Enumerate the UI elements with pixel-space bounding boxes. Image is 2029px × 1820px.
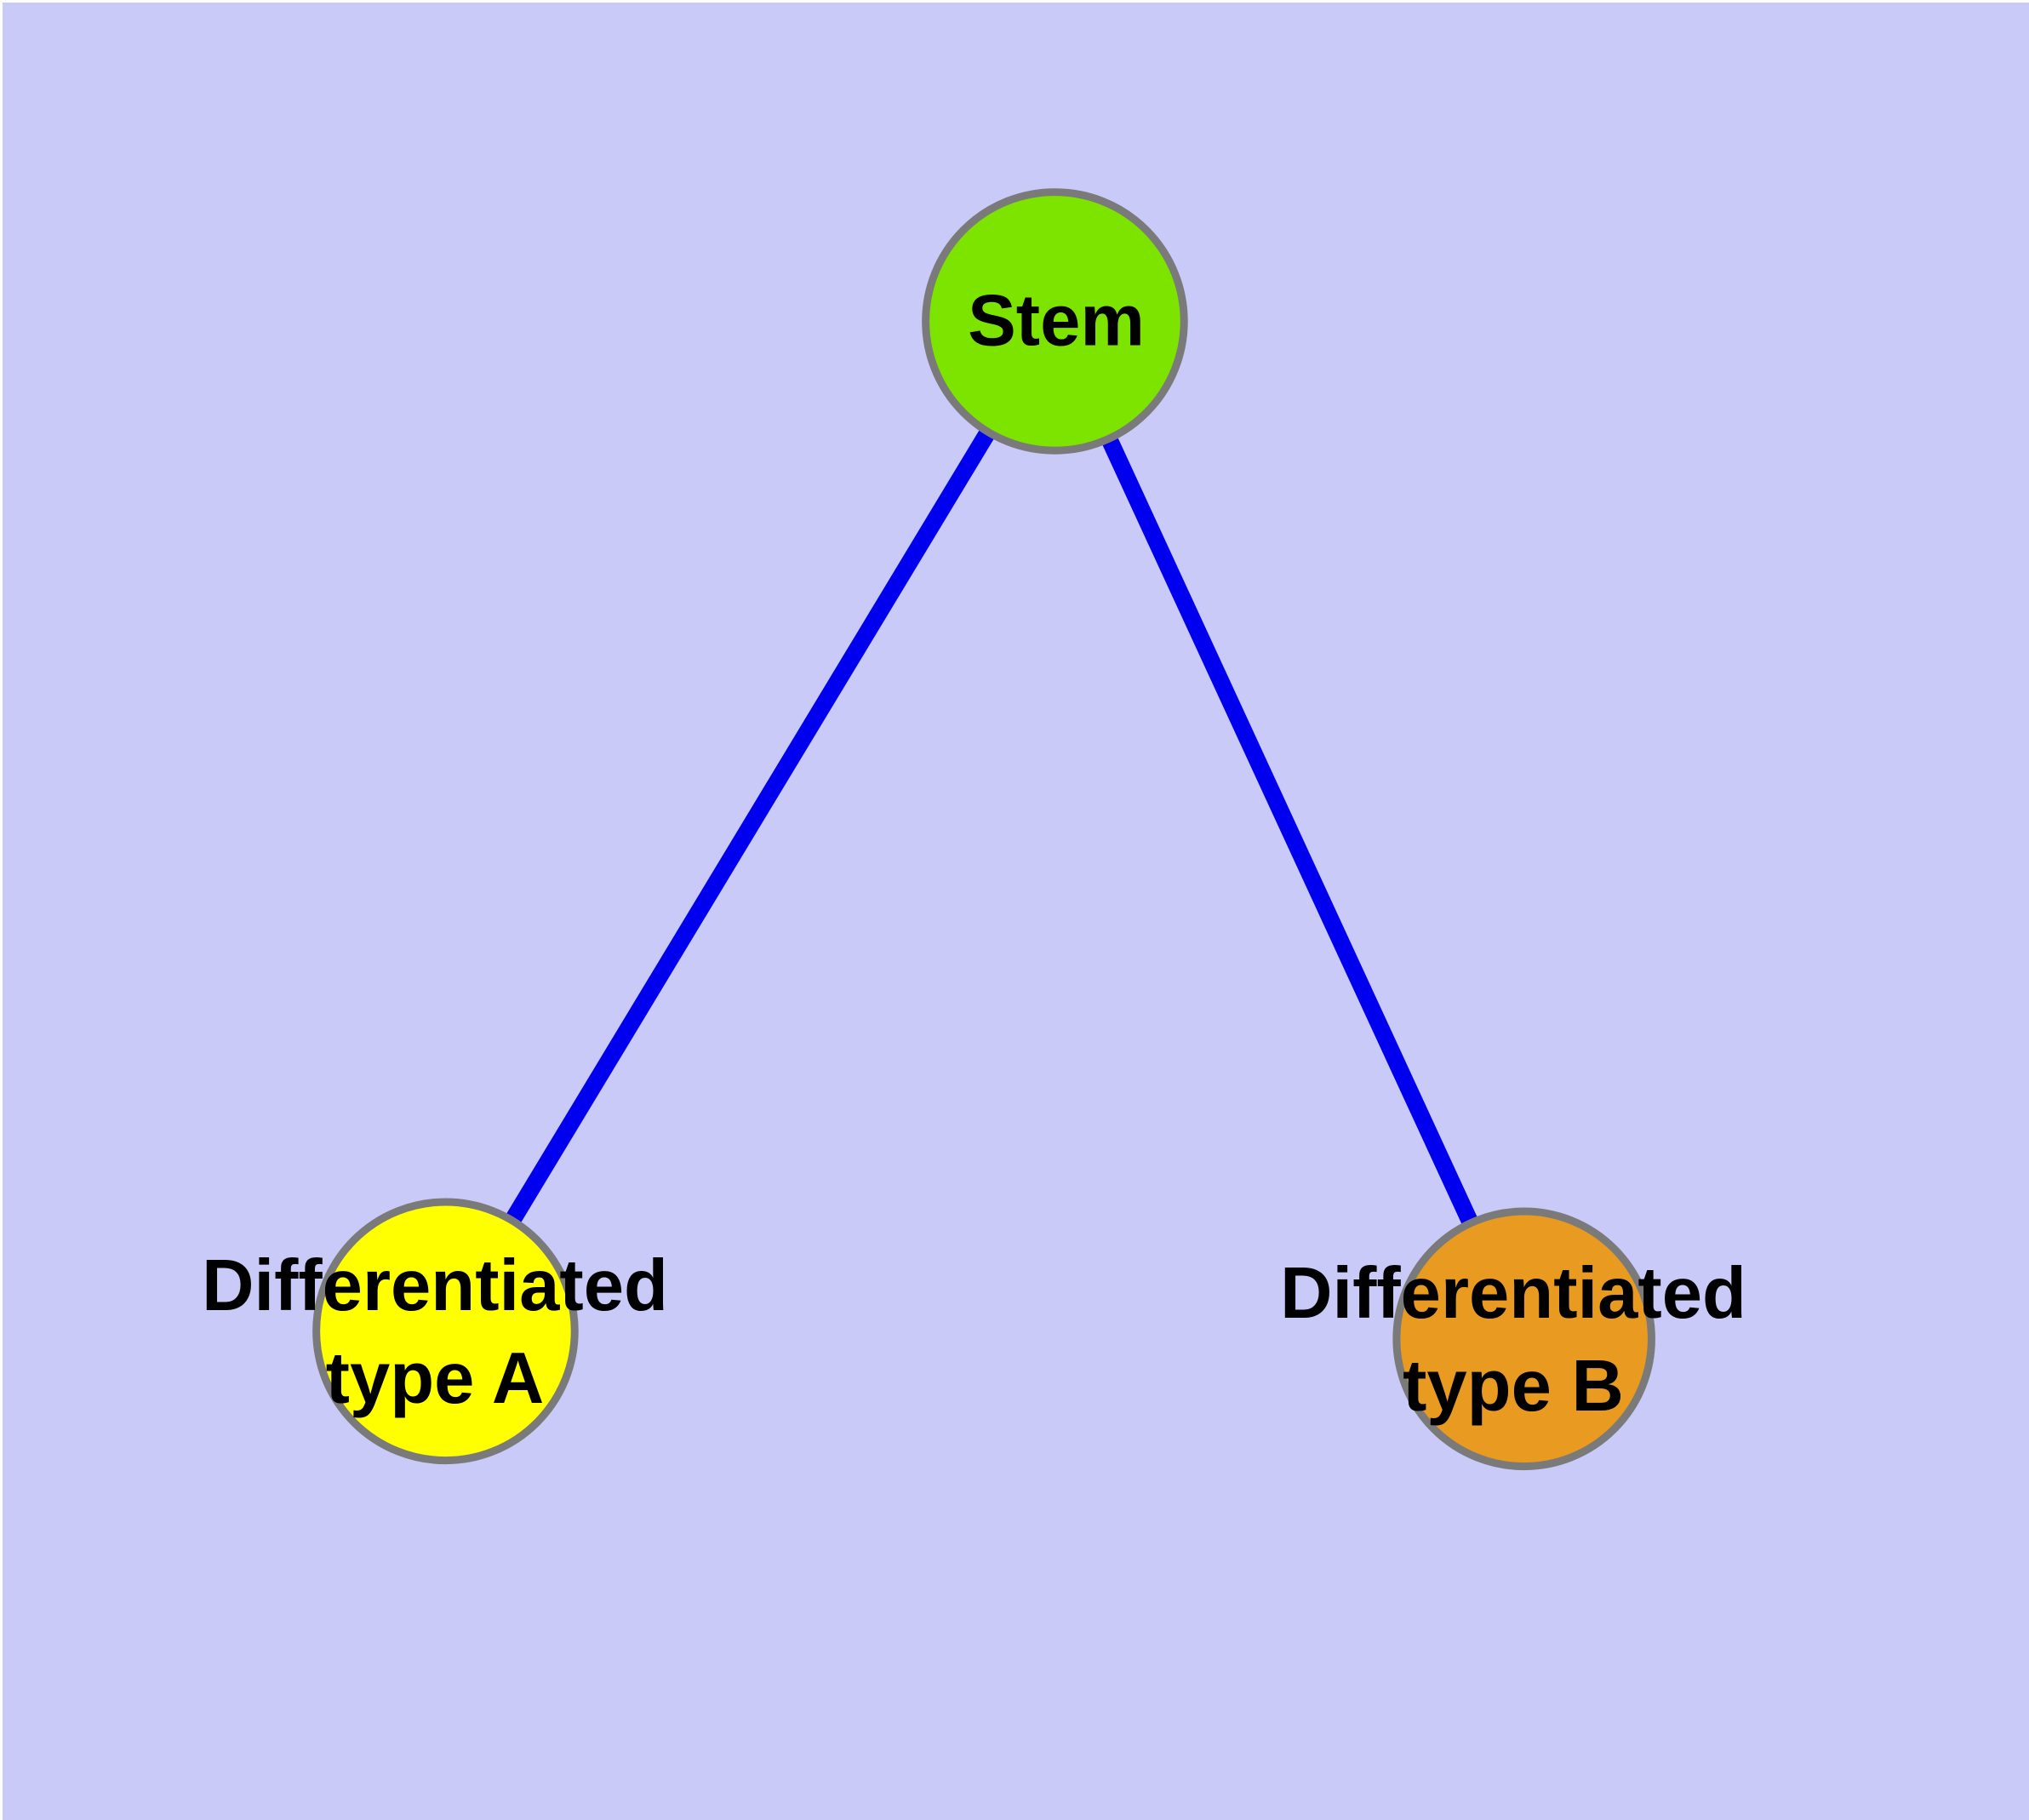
edge-stem-to-type-a <box>437 317 1062 1336</box>
graph-svg <box>312 188 1655 1471</box>
node-stem[interactable] <box>922 188 1188 455</box>
node-differentiated-a[interactable] <box>312 1198 579 1465</box>
node-differentiated-b[interactable] <box>1392 1207 1655 1471</box>
edge-stem-to-type-b <box>1047 318 1532 1342</box>
